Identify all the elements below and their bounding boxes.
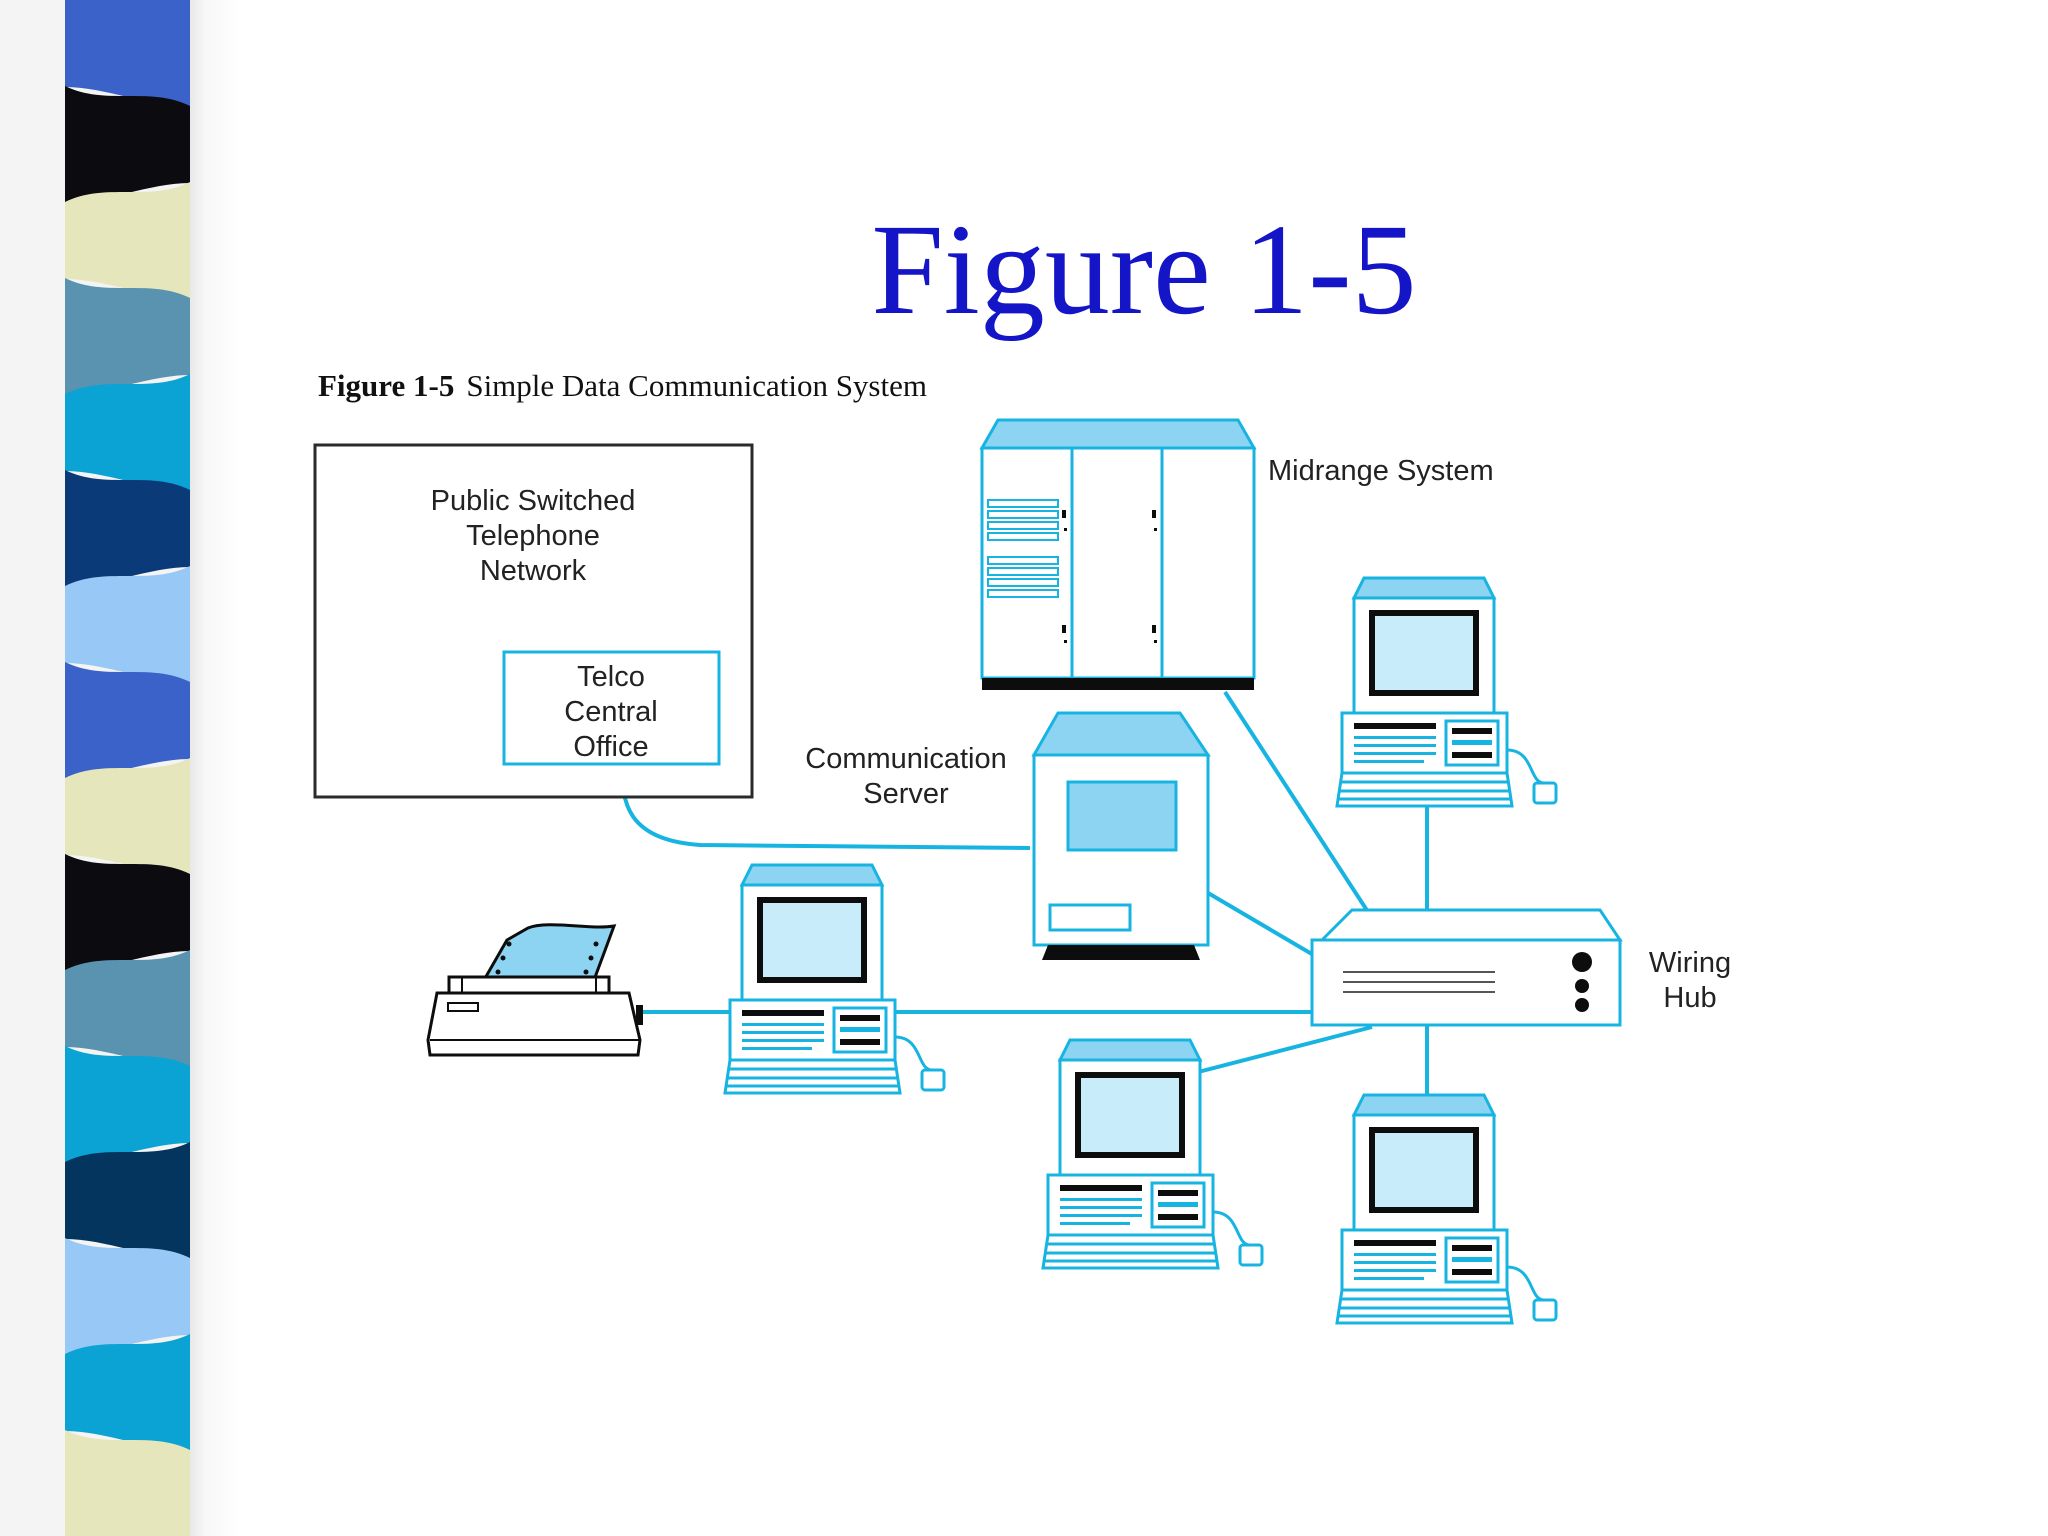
sidebar-stripe bbox=[65, 854, 190, 971]
sidebar-stripe bbox=[65, 1430, 190, 1536]
communication-server-icon: Communication Server bbox=[805, 711, 1211, 960]
sidebar-stripe bbox=[65, 470, 190, 587]
decorative-sidebar bbox=[0, 0, 240, 1536]
telco-central-office-box: Telco Central Office bbox=[502, 650, 721, 766]
sidebar-stripe bbox=[65, 86, 190, 203]
sidebar-stripe bbox=[65, 1238, 190, 1355]
pstn-label-line2: Telephone bbox=[466, 520, 600, 552]
sidebar-stripe bbox=[65, 1142, 190, 1259]
midrange-system-icon: Midrange System bbox=[979, 418, 1494, 690]
desktop-computer-icon-2 bbox=[1337, 578, 1556, 806]
figure-caption-text: Simple Data Communication System bbox=[466, 368, 927, 403]
desktop-computer-icon-1 bbox=[725, 865, 944, 1093]
slide-title: Figure 1-5 bbox=[871, 198, 1417, 342]
sidebar-stripe bbox=[65, 182, 190, 299]
communication-server-label-line1: Communication bbox=[805, 743, 1006, 775]
figure-caption-label: Figure 1-5 bbox=[318, 368, 455, 403]
communication-server-label-line2: Server bbox=[863, 778, 949, 810]
sidebar-stripe bbox=[65, 1046, 190, 1163]
printer-icon bbox=[426, 923, 643, 1057]
sidebar-stripe bbox=[65, 662, 190, 779]
desktop-computer-icon-3 bbox=[1043, 1040, 1262, 1268]
telco-label-line2: Central bbox=[564, 696, 658, 728]
sidebar-stripe bbox=[65, 1334, 190, 1451]
sidebar-stripe bbox=[65, 278, 190, 395]
sidebar-stripe bbox=[65, 0, 190, 107]
wiring-hub-icon: Wiring Hub bbox=[1310, 908, 1731, 1027]
midrange-system-label: Midrange System bbox=[1268, 455, 1494, 487]
sidebar-stripe bbox=[65, 758, 190, 875]
figure-caption: Figure 1-5 Simple Data Communication Syst… bbox=[318, 368, 927, 404]
wiring-hub-label-line1: Wiring bbox=[1649, 947, 1731, 979]
desktop-computer-icon-4 bbox=[1337, 1095, 1556, 1323]
sidebar-stripe bbox=[65, 374, 190, 491]
pstn-label-line3: Network bbox=[480, 555, 587, 587]
pstn-label-line1: Public Switched bbox=[431, 485, 636, 517]
telco-label-line3: Office bbox=[573, 731, 648, 763]
wiring-hub-label-line2: Hub bbox=[1663, 982, 1716, 1014]
telco-label-line1: Telco bbox=[577, 661, 645, 693]
sidebar-stripe bbox=[65, 950, 190, 1067]
sidebar-stripe bbox=[65, 566, 190, 683]
